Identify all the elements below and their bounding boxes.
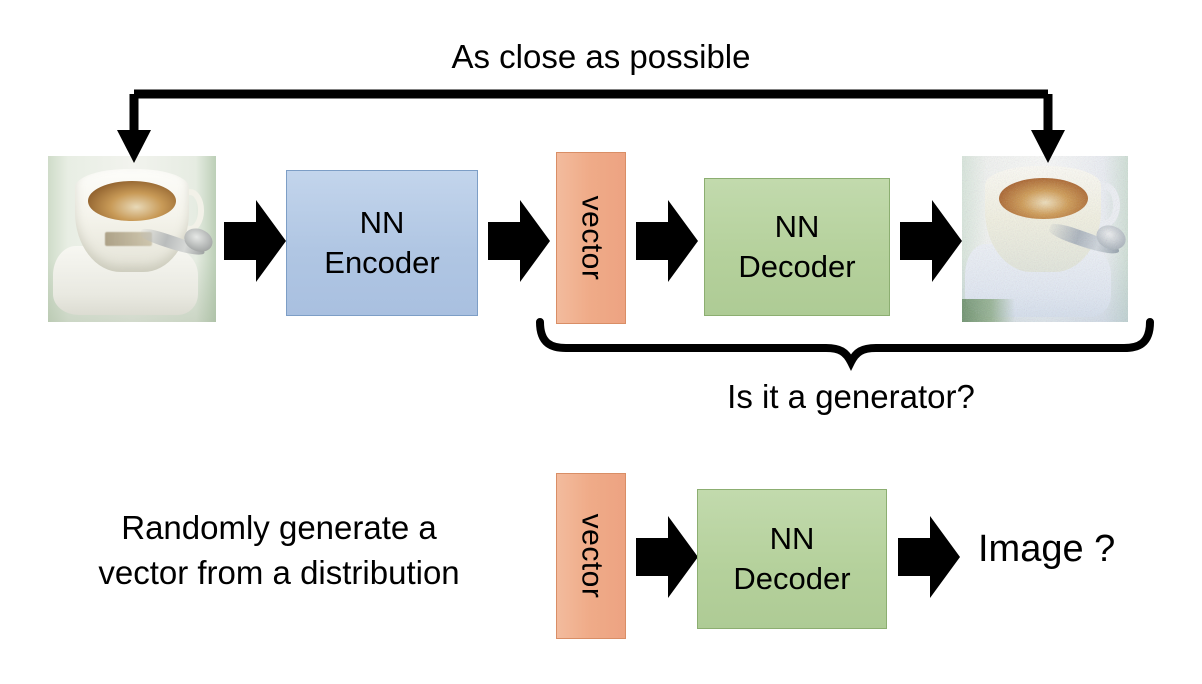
nn-encoder-line1: NN [359, 204, 405, 240]
arrow-image-to-encoder [224, 200, 286, 282]
arrow-encoder-to-vector [488, 200, 550, 282]
is-it-a-generator-caption: Is it a generator? [727, 378, 975, 415]
input-image-coffee-cup [48, 156, 216, 322]
recon-green-band-shape [962, 298, 1016, 322]
nn-decoder-box-top: NN Decoder [704, 178, 890, 316]
nn-decoder-top-line2: Decoder [738, 249, 856, 284]
arrow-decoder-to-output-image [900, 200, 962, 282]
arrow-bottom-decoder-to-image [898, 516, 960, 598]
generator-brace [536, 318, 1154, 371]
image-question-label: Image ? [978, 528, 1116, 570]
nn-decoder-bottom-line2: Decoder [733, 561, 851, 596]
nn-decoder-bottom-line1: NN [769, 520, 815, 556]
nn-encoder-line2: Encoder [324, 245, 440, 280]
arrow-bottom-vector-to-decoder [636, 516, 698, 598]
randomly-generate-vector-caption: Randomly generate a vector from a distri… [98, 509, 460, 591]
vector-label-bottom: vector [575, 513, 609, 599]
vector-label-top: vector [575, 195, 609, 281]
as-close-as-possible-caption: As close as possible [451, 38, 751, 75]
nn-decoder-top-line1: NN [774, 208, 820, 244]
coffee-surface-shape [88, 180, 176, 221]
recon-coffee-surface-shape [998, 177, 1089, 220]
nn-decoder-box-bottom: NN Decoder [697, 489, 887, 629]
nn-encoder-box: NN Encoder [286, 170, 478, 316]
output-image-reconstructed-coffee-cup [962, 156, 1128, 322]
arrow-vector-to-decoder [636, 200, 698, 282]
vector-box-bottom: vector [556, 473, 626, 639]
vector-box-top: vector [556, 152, 626, 324]
